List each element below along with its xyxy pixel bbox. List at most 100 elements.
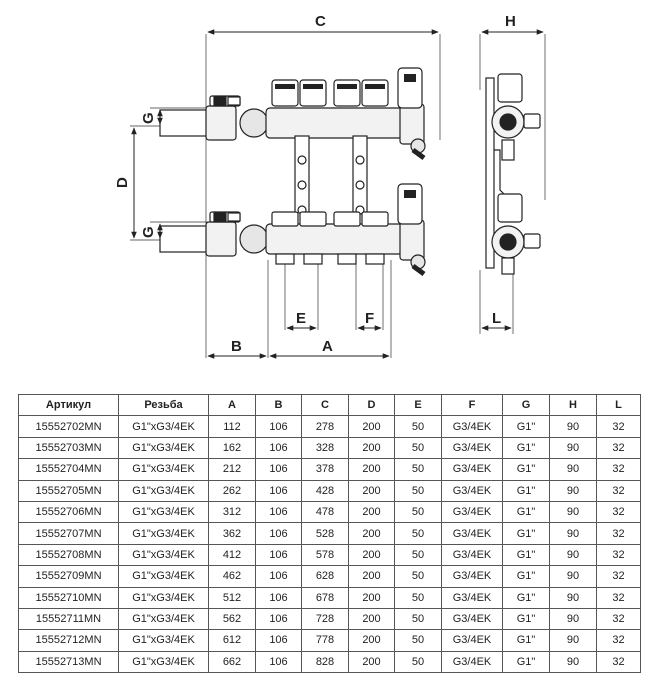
dim-label-g-bottom: G [140,226,157,238]
table-cell: 362 [208,522,256,545]
table-cell: 50 [394,650,442,674]
table-cell: 50 [394,586,442,609]
table-cell: 106 [255,522,302,545]
table-cell: 106 [255,607,302,631]
table-cell: 15552712MN [18,629,119,652]
table-cell: 200 [348,522,395,545]
table-cell: 15552707MN [18,522,119,545]
front-view [130,34,441,358]
supply-manifold-bar [159,67,426,161]
table-cell: G1"xG3/4EK [118,415,209,438]
table-cell: G1"xG3/4EK [118,650,209,674]
table-cell: 106 [255,586,302,609]
table-cell: 628 [301,565,349,588]
table-cell: G1"xG3/4EK [118,522,209,545]
table-cell: 778 [301,629,349,652]
column-header: H [549,393,597,417]
table-cell: 50 [394,458,442,481]
column-header: F [441,393,503,417]
dim-label-c: C [315,13,326,30]
dim-label-h: H [505,13,516,30]
table-cell: 32 [596,650,641,674]
column-header: Резьба [118,393,209,417]
table-cell: 200 [348,415,395,438]
table-cell: 162 [208,436,256,460]
table-cell: 262 [208,479,256,502]
table-cell: 200 [348,436,395,460]
table-cell: 200 [348,565,395,588]
return-manifold-bar [159,183,426,277]
table-cell: G1" [502,543,550,567]
table-cell: 32 [596,500,641,524]
table-cell: 90 [549,458,597,481]
side-view [479,34,546,334]
table-cell: 90 [549,650,597,674]
table-cell: 428 [301,479,349,502]
table-cell: 90 [549,607,597,631]
table-cell: 328 [301,436,349,460]
table-cell: G3/4EK [441,522,503,545]
table-cell: 828 [301,650,349,674]
table-cell: 15552702MN [18,415,119,438]
table-cell: G1"xG3/4EK [118,436,209,460]
table-cell: 90 [549,565,597,588]
table-cell: G1" [502,500,550,524]
table-cell: G3/4EK [441,479,503,502]
table-cell: 106 [255,458,302,481]
table-cell: 212 [208,458,256,481]
dim-label-l: L [492,310,501,327]
table-cell: 112 [208,415,256,438]
table-cell: G1" [502,565,550,588]
table-cell: G1"xG3/4EK [118,543,209,567]
table-cell: 462 [208,565,256,588]
table-cell: 15552704MN [18,458,119,481]
table-cell: 32 [596,607,641,631]
table-cell: G1" [502,607,550,631]
table-cell: 32 [596,522,641,545]
table-cell: 90 [549,543,597,567]
table-cell: 200 [348,543,395,567]
table-cell: 90 [549,500,597,524]
dim-label-g-top: G [140,112,157,124]
table-cell: G1" [502,458,550,481]
column-header: A [208,393,256,417]
table-cell: G3/4EK [441,415,503,438]
table-cell: 200 [348,458,395,481]
column-header: D [348,393,395,417]
table-cell: 90 [549,522,597,545]
mounting-brackets [294,135,368,231]
table-cell: G1"xG3/4EK [118,479,209,502]
table-cell: 200 [348,500,395,524]
table-cell: G3/4EK [441,543,503,567]
table-cell: 612 [208,629,256,652]
table-cell: G3/4EK [441,586,503,609]
table-cell: 32 [596,629,641,652]
table-cell: 678 [301,586,349,609]
table-cell: 15552710MN [18,586,119,609]
table-cell: G3/4EK [441,500,503,524]
table-cell: 728 [301,607,349,631]
table-cell: G1" [502,522,550,545]
table-cell: 50 [394,522,442,545]
table-cell: G1"xG3/4EK [118,458,209,481]
table-cell: 578 [301,543,349,567]
table-cell: G3/4EK [441,458,503,481]
table-cell: 90 [549,479,597,502]
table-cell: G1"xG3/4EK [118,586,209,609]
table-cell: 106 [255,629,302,652]
table-cell: 50 [394,415,442,438]
column-header: L [596,393,641,417]
table-cell: 278 [301,415,349,438]
table-cell: 32 [596,458,641,481]
table-cell: 90 [549,436,597,460]
table-cell: 15552705MN [18,479,119,502]
table-cell: 200 [348,479,395,502]
table-cell: 15552706MN [18,500,119,524]
